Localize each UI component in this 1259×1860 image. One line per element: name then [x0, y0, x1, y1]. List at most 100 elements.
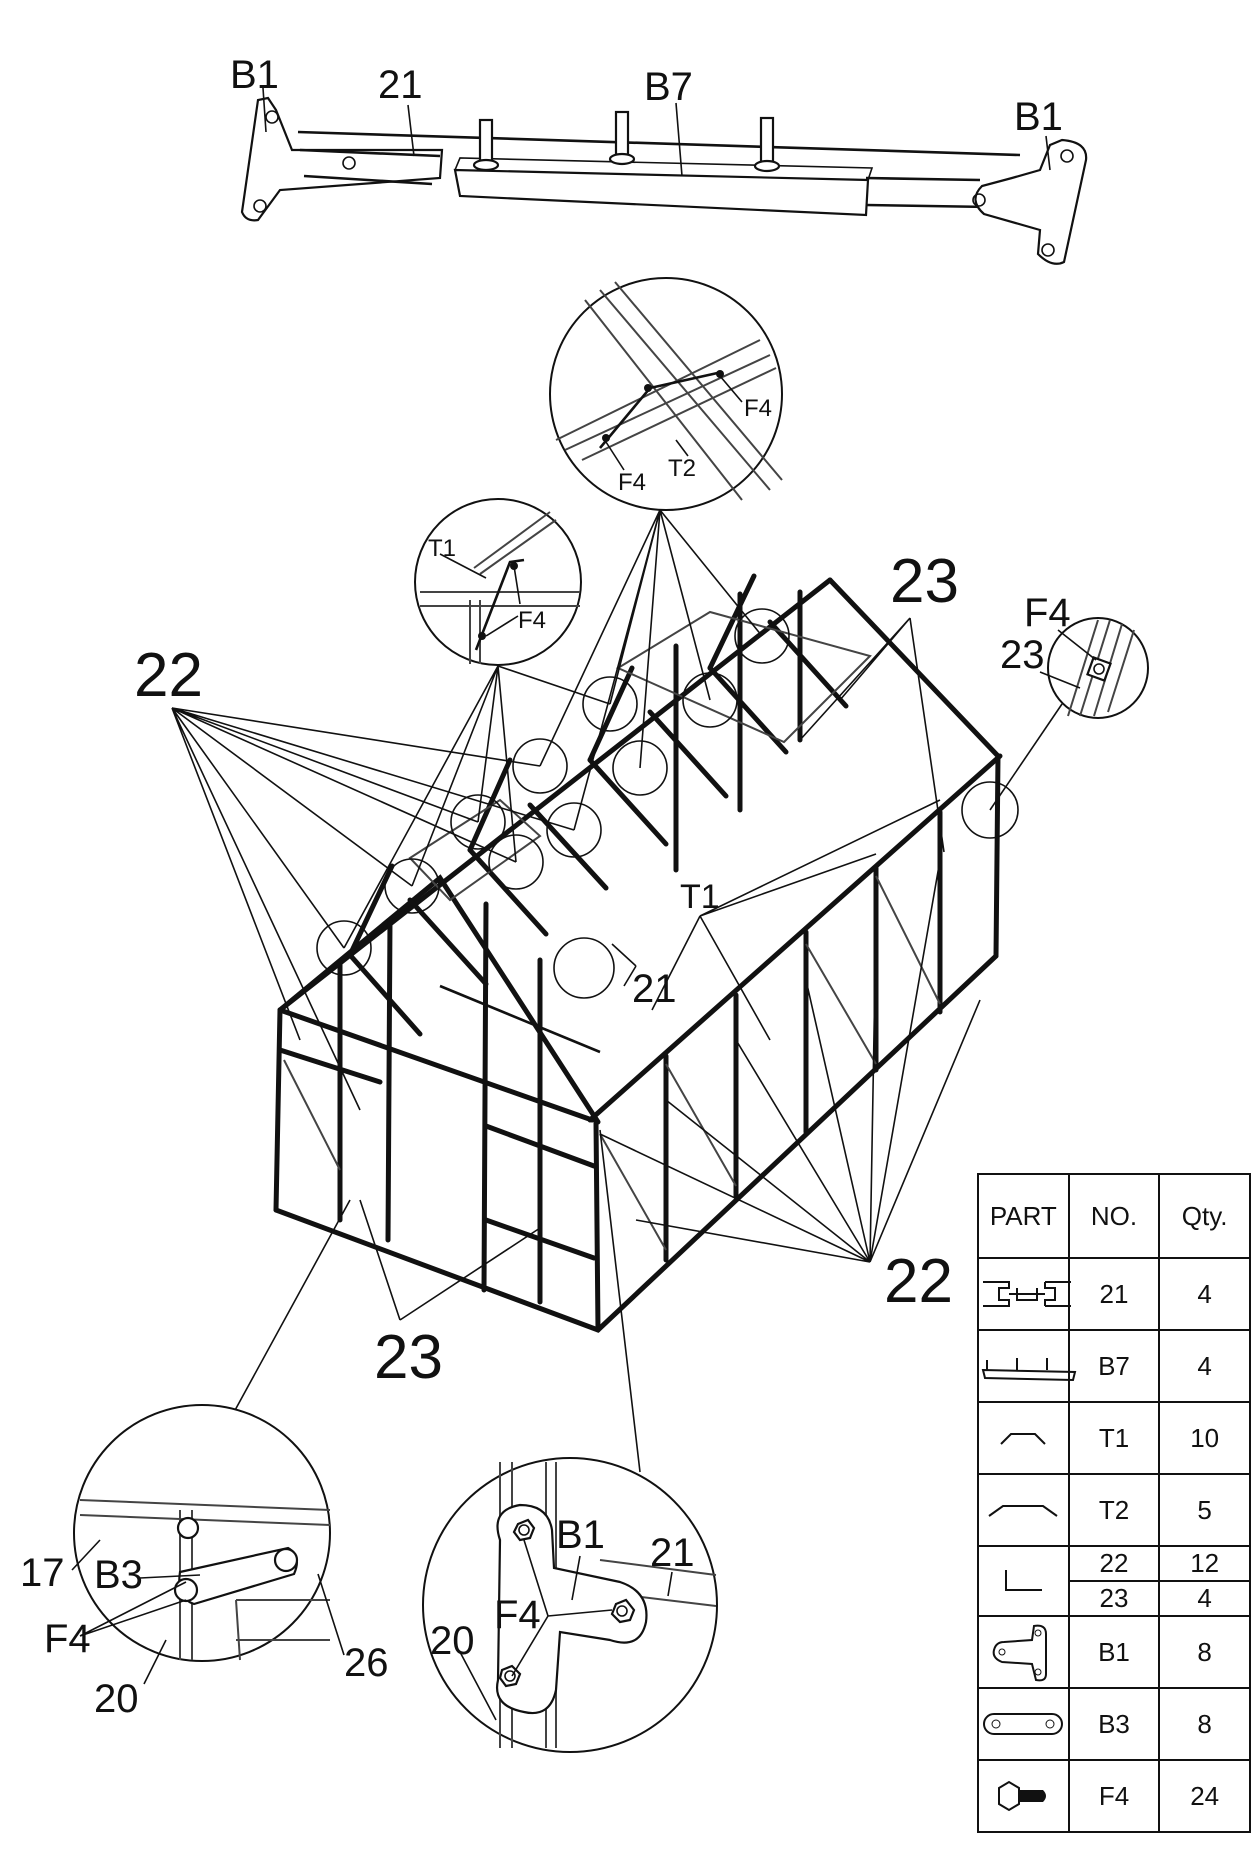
pin-base [753, 159, 781, 173]
ridge-beam [277, 577, 833, 1013]
corner-posts [273, 753, 1001, 1333]
hex-nut [610, 1598, 636, 1624]
detail-leaders [1039, 629, 1097, 689]
detail-profiles [555, 281, 783, 501]
callout-f4-right: F4 [1024, 591, 1071, 635]
header-qty: Qty. [1158, 1173, 1251, 1259]
detail-circle [73, 1404, 331, 1662]
leader-21-center [611, 943, 637, 987]
detail-circle-corner [1039, 617, 1149, 719]
nut-hole [518, 1524, 530, 1536]
bolt-dot [602, 434, 610, 442]
parts-table: PART NO. Qty. 21 4 B7 4 T1 10 T2 5 22 [977, 1173, 1251, 1833]
part-qty: 24 [1158, 1759, 1251, 1833]
nut [273, 1547, 299, 1573]
greenhouse-frame [273, 573, 1003, 1333]
callout-circle [450, 794, 506, 850]
callout-f4-detail-a: F4 [744, 395, 772, 422]
plate-hole [253, 199, 267, 213]
nut-hole [504, 1670, 516, 1682]
callout-circle [961, 781, 1019, 839]
table-row: T1 10 [977, 1401, 1251, 1475]
detail-circle [414, 498, 582, 666]
pin-base [472, 158, 500, 172]
table-row: 22 12 [977, 1545, 1251, 1617]
gable-studs [337, 901, 543, 1305]
corner-bolt [1086, 656, 1112, 682]
table-row: B1 8 [977, 1615, 1251, 1689]
detail-leaders [71, 1539, 345, 1685]
leaders-23-bottom [359, 1199, 541, 1321]
part-no: F4 [1067, 1759, 1161, 1833]
part-no: B7 [1067, 1329, 1161, 1403]
frame-callout-circles [316, 608, 1019, 999]
callout-21-top: 21 [378, 63, 423, 107]
detail-leaders [605, 375, 743, 471]
flat-plate-icon [977, 1687, 1070, 1761]
bolt-dot [716, 370, 724, 378]
callout-22-left: 22 [134, 641, 203, 710]
side-wall-studs [663, 809, 943, 1263]
callout-21-detail: 21 [650, 1531, 695, 1575]
part-qty: 4 [1158, 1329, 1251, 1403]
callout-21-center: 21 [632, 967, 677, 1011]
plate-hole [342, 156, 356, 170]
back-gable [827, 577, 1001, 759]
plate-hole [1060, 149, 1074, 163]
detail-leaders [459, 1539, 673, 1721]
leaders-t1-center [651, 799, 941, 1041]
bolt-dot [644, 384, 652, 392]
pin [759, 116, 775, 166]
pin [614, 110, 630, 160]
nut [176, 1516, 200, 1540]
angle-profile-icon [977, 1545, 1070, 1617]
plate-hole [1041, 243, 1055, 257]
t-plate-left [240, 96, 444, 222]
callout-17: 17 [20, 1551, 65, 1595]
short-bracket-icon [977, 1401, 1070, 1475]
b7-pins [472, 110, 781, 173]
callout-circle [488, 834, 544, 890]
part-qty: 12 [1158, 1545, 1251, 1582]
callout-f4-detail-c: F4 [518, 607, 546, 634]
b7-bar [453, 168, 870, 217]
leaders-t1 [343, 665, 611, 949]
frame-leaders [171, 509, 1063, 1473]
part-no: T1 [1067, 1401, 1161, 1475]
leaders-23-top [799, 617, 945, 853]
detail-circle [549, 277, 783, 511]
callout-b1-right: B1 [1014, 95, 1063, 139]
callout-circle [546, 802, 602, 858]
callout-f4-detail: F4 [494, 1593, 541, 1637]
detail-leaders [439, 553, 521, 637]
callout-22-right: 22 [884, 1247, 953, 1316]
nut-hole [616, 1605, 628, 1617]
callout-circle [512, 738, 568, 794]
callout-circle [682, 672, 738, 728]
leader-corner [989, 703, 1063, 811]
detail-profiles [420, 511, 580, 664]
callout-circle [316, 920, 372, 976]
parts-table-header: PART NO. Qty. [977, 1173, 1251, 1259]
plate-hole [972, 193, 986, 207]
profile-21-right [865, 176, 991, 209]
callout-f4-bl: F4 [44, 1617, 91, 1661]
detail-circle-t1: T1 F4 [414, 498, 582, 666]
callout-circle [734, 608, 790, 664]
bolt-icon [977, 1759, 1070, 1833]
bolt-dot [478, 632, 486, 640]
leaders-t2 [539, 509, 763, 831]
part-qty: 5 [1158, 1473, 1251, 1547]
callout-23-top: 23 [890, 547, 959, 616]
table-row: B7 4 [977, 1329, 1251, 1403]
part-qty: 4 [1158, 1580, 1251, 1617]
pin-base [608, 152, 636, 166]
b7-assembly: B1 21 B7 B1 [230, 53, 1088, 265]
callout-20-bl: 20 [94, 1677, 139, 1721]
bar-with-pins-icon [977, 1329, 1077, 1403]
table-row: T2 5 [977, 1473, 1251, 1547]
t-plate-icon [977, 1615, 1070, 1689]
callout-26: 26 [344, 1641, 389, 1685]
part-no: B1 [1067, 1615, 1161, 1689]
